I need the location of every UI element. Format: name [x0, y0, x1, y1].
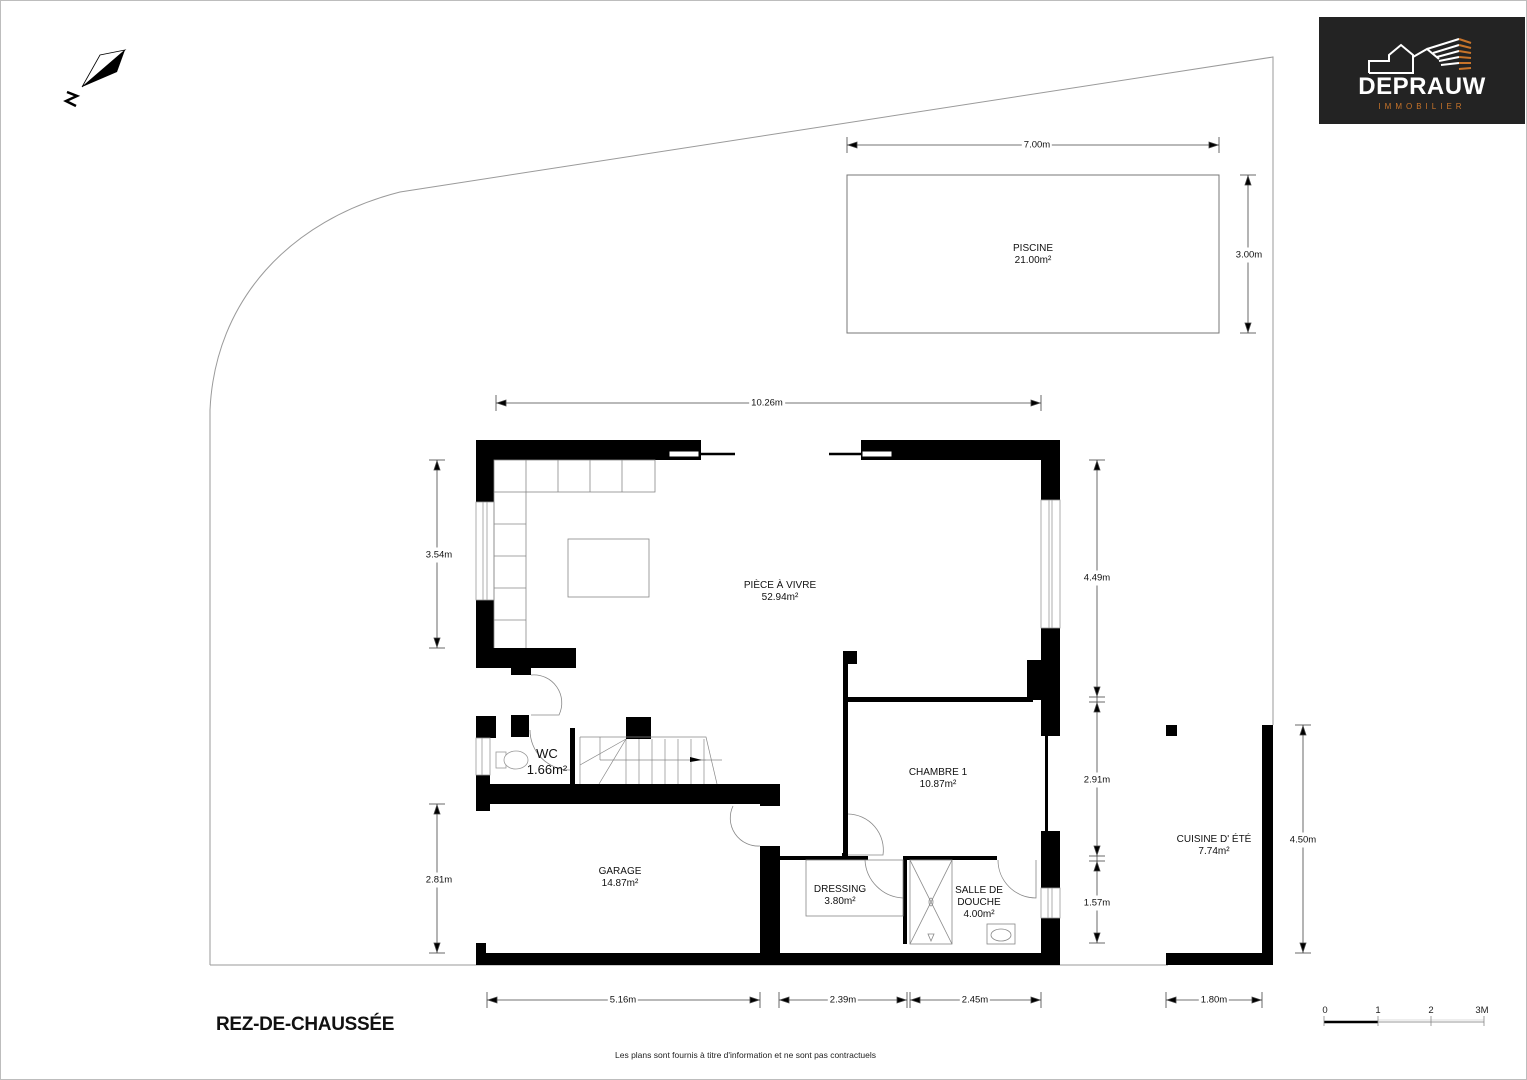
room-area: 10.87m²: [919, 779, 957, 790]
pool-outline: [846, 174, 1220, 334]
room-area: 4.00m²: [963, 909, 995, 920]
floor-title: REZ-DE-CHAUSSÉE: [216, 1014, 395, 1035]
dim-house-width: 10.26m: [749, 397, 785, 409]
scale-tick-0: 0: [1322, 1005, 1328, 1016]
room-name-line1: SALLE DE: [955, 885, 1003, 896]
brand-subtitle: IMMOBILIER: [1378, 102, 1466, 111]
dim-living-left-height: 3.54m: [425, 547, 453, 563]
dim-dressing-width: 2.39m: [827, 994, 859, 1006]
exterior-walls: [476, 440, 1273, 965]
dim-cuisine-height: 4.50m: [1289, 832, 1317, 848]
room-label-piece-a-vivre: PIÈCE À VIVRE 52.94m²: [744, 580, 816, 604]
plot-boundary: [209, 56, 1274, 965]
room-area: 3.80m²: [824, 896, 856, 907]
room-area: 52.94m²: [761, 592, 799, 603]
room-area: 1.66m²: [526, 762, 568, 777]
sliding-doors: [668, 450, 893, 458]
room-label-chambre-1: CHAMBRE 1 10.87m²: [909, 767, 967, 791]
scale-tick-1: 1: [1375, 1005, 1381, 1016]
room-name: CHAMBRE 1: [908, 767, 968, 778]
room-name: CUISINE D' ÉTÉ: [1176, 834, 1252, 845]
dim-douche-height: 1.57m: [1083, 895, 1111, 911]
scale-tick-2: 2: [1428, 1005, 1434, 1016]
room-name: PIÈCE À VIVRE: [743, 580, 817, 591]
dim-garage-width: 5.16m: [607, 994, 639, 1006]
room-label-cuisine-d-ete: CUISINE D' ÉTÉ 7.74m²: [1177, 834, 1252, 858]
room-label-piscine: PISCINE 21.00m²: [1013, 243, 1053, 267]
scale-bar: [1323, 1016, 1485, 1026]
brand-logo: DEPRAUW IMMOBILIER: [1319, 17, 1525, 124]
shower-icon: [909, 859, 953, 945]
disclaimer-text: Les plans sont fournis à titre d'informa…: [615, 1050, 877, 1060]
room-label-wc: WC 1.66m²: [527, 746, 567, 778]
brand-name: DEPRAUW: [1358, 73, 1486, 100]
room-name: GARAGE: [598, 866, 642, 877]
room-name-line2: DOUCHE: [957, 897, 1001, 908]
room-area: 7.74m²: [1198, 846, 1230, 857]
room-name: DRESSING: [813, 884, 867, 895]
room-label-dressing: DRESSING 3.80m²: [814, 884, 866, 908]
dim-living-right-height: 4.49m: [1083, 570, 1111, 586]
room-name: PISCINE: [1012, 243, 1054, 254]
dim-chambre-height: 2.91m: [1083, 772, 1111, 788]
house-building-icon: [1368, 38, 1472, 74]
dim-douche-width: 2.45m: [959, 994, 991, 1006]
north-arrow-icon: [63, 49, 127, 108]
room-name: WC: [536, 746, 558, 761]
kitchen-units: [493, 459, 656, 648]
dim-pool-width: 7.00m: [1021, 139, 1053, 151]
room-label-salle-de-douche: SALLE DE DOUCHE 4.00m²: [955, 885, 1003, 921]
toilet-icon: [495, 750, 529, 770]
sink-icon: [986, 923, 1016, 945]
dim-pool-height: 3.00m: [1235, 247, 1263, 263]
dim-cuisine-width: 1.80m: [1198, 994, 1230, 1006]
door-swings: [529, 674, 1037, 899]
dim-garage-height: 2.81m: [425, 872, 453, 888]
staircase: [579, 736, 722, 785]
room-area: 14.87m²: [601, 878, 639, 889]
scale-tick-3: 3M: [1475, 1005, 1489, 1016]
room-label-garage: GARAGE 14.87m²: [599, 866, 642, 890]
windows: [475, 499, 1061, 919]
dressing-shelf: [805, 859, 904, 917]
room-area: 21.00m²: [1014, 255, 1052, 266]
